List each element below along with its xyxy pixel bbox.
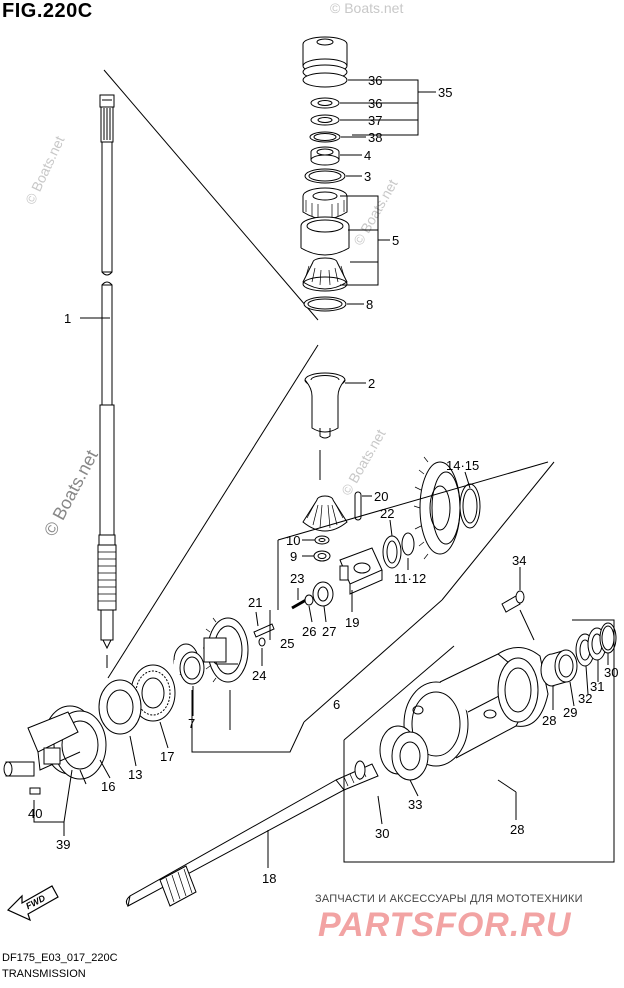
callout: 33 (408, 797, 422, 812)
callout: 27 (322, 624, 336, 639)
callout: 30 (375, 826, 389, 841)
callout: 3 (364, 169, 371, 184)
callout: 10 (286, 533, 300, 548)
callout: 38 (368, 130, 382, 145)
callout: 21 (248, 595, 262, 610)
callout: 2 (368, 376, 375, 391)
callout: 35 (438, 85, 452, 100)
oil-seal (310, 97, 340, 109)
callout: 29 (563, 705, 577, 720)
push-rod (253, 623, 275, 638)
propeller-shaft (125, 763, 379, 907)
callout: 36 (368, 73, 382, 88)
callout: 37 (368, 113, 382, 128)
callout: 6 (333, 697, 340, 712)
callout: 23 (290, 571, 304, 586)
drive-shaft (97, 94, 117, 668)
callout: 26 (302, 624, 316, 639)
callout: 25 (280, 636, 294, 651)
promo-brand-logo: PARTSFOR.RU (318, 906, 572, 944)
needle-bearing-rear (540, 649, 578, 687)
shim (401, 532, 415, 556)
figure-title: FIG.220C (2, 0, 93, 22)
bolt (501, 590, 525, 613)
callout: 17 (160, 749, 174, 764)
callout: 5 (392, 233, 399, 248)
callout: 30 (604, 665, 618, 680)
shift-assembly (3, 705, 107, 795)
forward-gear (203, 617, 249, 683)
callout: 28 (542, 713, 556, 728)
callout: 16 (101, 779, 115, 794)
o-ring (313, 550, 331, 562)
pin (354, 491, 362, 521)
tapered-roller-bearing (302, 257, 348, 292)
callout: 7 (188, 716, 195, 731)
callout: 13 (128, 767, 142, 782)
callout: 28 (510, 822, 524, 837)
bearing-holder (312, 581, 334, 607)
callout: 40 (28, 806, 42, 821)
bearing-small (310, 146, 340, 166)
callout: 24 (252, 668, 266, 683)
callout: 8 (366, 297, 373, 312)
pinion-gear (302, 495, 348, 532)
thrust-washer (98, 679, 142, 735)
promo-tagline: ЗАПЧАСТИ И АКСЕССУАРЫ ДЛЯ МОТОТЕХНИКИ (315, 893, 583, 905)
washer (354, 760, 366, 780)
watermark: © Boats.net (330, 0, 404, 16)
fwd-arrow-icon: FWD (6, 885, 59, 922)
oil-seal-housing (302, 36, 348, 88)
callout: 39 (56, 837, 70, 852)
callout: 11·12 (394, 571, 426, 586)
callout: 1 (64, 311, 71, 326)
callout: 34 (512, 553, 526, 568)
callout: 19 (345, 615, 359, 630)
callout: 9 (290, 549, 297, 564)
callout: 18 (262, 871, 276, 886)
callout: 31 (590, 679, 604, 694)
callout: 14·15 (446, 458, 479, 473)
section-name: TRANSMISSION (2, 968, 86, 980)
model-code: DF175_E03_017_220C (2, 952, 118, 964)
ball (258, 637, 266, 647)
oil-seal (310, 114, 340, 126)
tapered-roller-bearing (302, 187, 348, 220)
clutch-dog (339, 547, 383, 595)
bearing-race (300, 216, 350, 256)
needle-bearing (173, 643, 205, 685)
washer (314, 535, 330, 545)
callout: 22 (380, 506, 394, 521)
callout: 32 (578, 691, 592, 706)
callout: 4 (364, 148, 371, 163)
callout: 36 (368, 96, 382, 111)
callout: 20 (374, 489, 388, 504)
sleeve (304, 372, 346, 439)
spring (291, 598, 307, 610)
